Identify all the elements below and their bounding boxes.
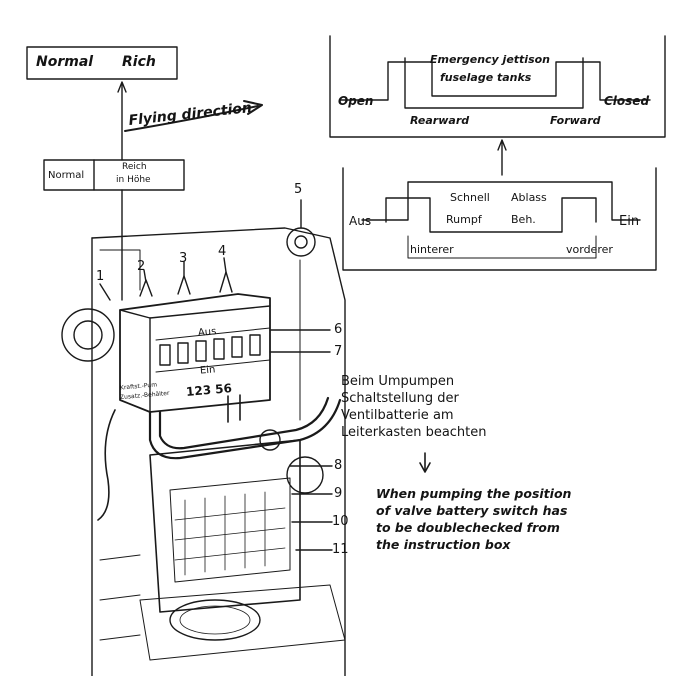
callout-9: 9 [334, 486, 343, 501]
left-fitting-inner [73, 320, 103, 350]
callout-8: 8 [334, 458, 343, 473]
callout-1: 1 [96, 269, 105, 284]
normal-rich-box [26, 46, 178, 80]
german-note: Beim Umpumpen Schaltstellung der Ventilb… [341, 373, 487, 441]
callout-4: 4 [218, 244, 227, 259]
braided-hose [148, 398, 342, 460]
small-gauge [259, 429, 281, 451]
left-cable [97, 409, 116, 521]
german-note-line-4: Leiterkasten beachten [341, 425, 487, 440]
engine-outline-right [91, 227, 346, 676]
flying-direction-arrowhead [243, 100, 263, 115]
label-vorderer: vorderer [566, 243, 613, 256]
lever-3 [177, 275, 191, 295]
english-switch-gate [339, 61, 651, 101]
english-note: When pumping the position of valve batte… [376, 485, 571, 553]
german-panel-frame [342, 167, 657, 271]
engine-detail-1 [99, 249, 141, 291]
german-gate-base [407, 235, 597, 259]
panel-connector-arrowhead [497, 139, 507, 151]
filler-cap-5-inner [294, 235, 308, 249]
switch-rail-bottom [155, 359, 271, 373]
switch-slot-3 [195, 340, 207, 362]
instruction-box-cols [184, 491, 266, 576]
label-schnell: Schnell [450, 191, 490, 204]
english-note-line-3: to be doublechecked from [376, 520, 560, 535]
leader-4 [223, 257, 227, 273]
switch-slot-4 [213, 338, 225, 360]
english-panel-frame [329, 35, 666, 138]
callout-3: 3 [179, 251, 188, 266]
english-note-line-4: the instruction box [376, 537, 511, 552]
valve-battery-box [119, 293, 271, 413]
callout-11: 11 [332, 542, 349, 557]
leader-1 [99, 283, 111, 301]
callout-7: 7 [334, 344, 343, 359]
english-note-line-2: of valve battery switch has [376, 503, 568, 518]
switch-slot-6 [249, 334, 261, 356]
callout-5: 5 [294, 182, 303, 197]
label-switch-numbers: 123 56 [185, 381, 233, 399]
label-normal-small: Normal [48, 170, 85, 181]
german-note-line-1: Beim Umpumpen [341, 374, 455, 389]
instruction-box [149, 439, 301, 613]
switch-slot-1 [159, 344, 171, 366]
label-closed: Closed [604, 94, 650, 108]
sump-plate [169, 599, 261, 641]
label-hinterer: hinterer [410, 243, 454, 256]
label-ein-device: Ein [199, 364, 216, 377]
label-normal-top: Normal [36, 54, 94, 70]
label-emergency-jettison: Emergency jettison [430, 53, 551, 66]
reich-box [43, 159, 185, 191]
note-arrowhead [419, 462, 431, 473]
label-forward: Forward [550, 114, 601, 127]
flying-direction-arrow [124, 105, 259, 132]
label-fuselage-tanks: fuselage tanks [440, 71, 532, 84]
switch-slot-5 [231, 336, 243, 358]
german-note-line-3: Ventilbatterie am [341, 408, 454, 423]
lever-4 [219, 271, 233, 293]
label-in-hoehe: in Höhe [116, 175, 151, 185]
switch-rail-top [155, 327, 271, 341]
label-rich-top: Rich [122, 54, 156, 70]
label-ablass: Ablass [511, 191, 547, 204]
instruction-box-inner [169, 477, 291, 583]
label-ein-panel: Ein [619, 214, 640, 229]
callout-2: 2 [137, 259, 146, 274]
hose-clamp [227, 394, 241, 423]
label-reich-small: Reich [122, 162, 147, 172]
label-aus-panel: Aus [349, 214, 372, 228]
label-rearward: Rearward [410, 114, 470, 127]
callout-6: 6 [334, 322, 343, 337]
engine-base [139, 584, 346, 661]
round-gauge [286, 456, 324, 494]
label-beh: Beh. [511, 213, 536, 226]
sump-plate-inner [179, 605, 251, 635]
left-fitting [61, 308, 115, 362]
label-aus-device: Aus [197, 326, 217, 339]
german-note-line-2: Schaltstellung der [341, 391, 459, 406]
pointer-arrowhead-top [117, 81, 127, 93]
label-open: Open [338, 94, 374, 108]
switch-slot-2 [177, 342, 189, 364]
german-switch-gate-inner [385, 197, 597, 233]
callout-10: 10 [332, 514, 349, 529]
braided-hose-inner [158, 396, 330, 450]
leader-2 [143, 269, 147, 283]
english-gate-inner [404, 57, 584, 109]
english-note-line-1: When pumping the position [376, 486, 572, 501]
label-rumpf: Rumpf [446, 213, 482, 226]
frame-rails [99, 554, 141, 641]
instruction-box-rows [174, 507, 286, 561]
german-switch-gate-outer [361, 181, 641, 221]
